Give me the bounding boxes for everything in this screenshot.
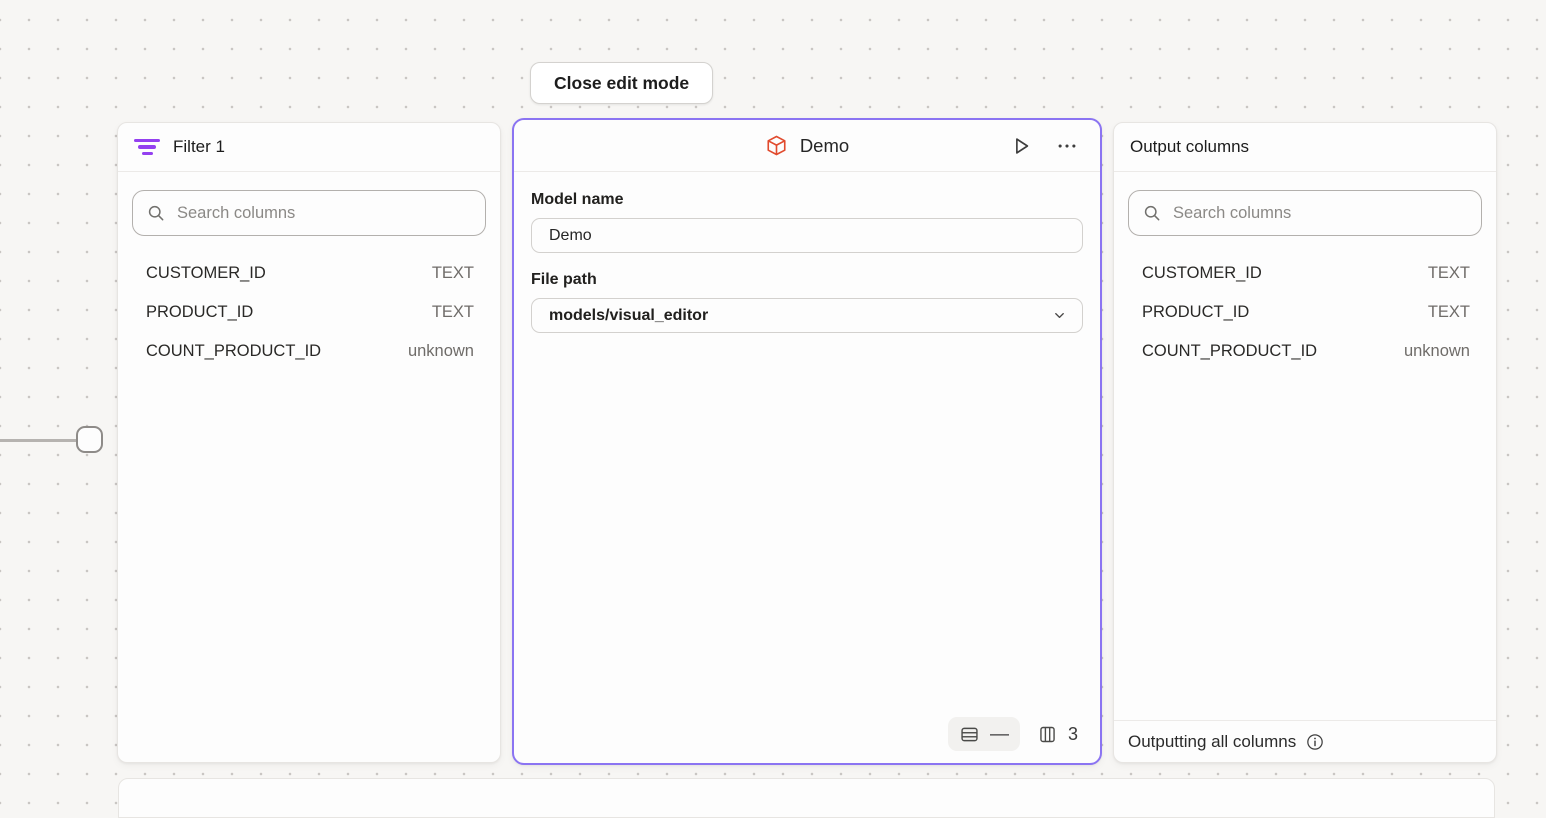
column-type: TEXT xyxy=(1427,303,1470,321)
close-edit-mode-button[interactable]: Close edit mode xyxy=(530,62,714,104)
column-name: PRODUCT_ID xyxy=(1142,303,1250,321)
row-count-value: — xyxy=(989,723,1009,745)
column-count-group[interactable]: 3 xyxy=(1037,724,1078,745)
filter-panel-header: Filter 1 xyxy=(118,123,500,172)
column-row[interactable]: COUNT_PRODUCT_ID unknown xyxy=(146,332,474,371)
cube-icon xyxy=(767,135,786,156)
column-type: TEXT xyxy=(1427,264,1470,282)
model-title-group: Demo xyxy=(765,134,849,157)
table-rows-icon xyxy=(961,727,978,741)
column-name: CUSTOMER_ID xyxy=(146,264,266,282)
column-type: unknown xyxy=(1403,342,1470,360)
column-row[interactable]: PRODUCT_ID TEXT xyxy=(146,293,474,332)
output-search-input[interactable] xyxy=(1173,203,1468,223)
table-columns-icon xyxy=(1040,726,1055,742)
output-panel-title: Output columns xyxy=(1130,137,1250,156)
file-path-value: models/visual_editor xyxy=(549,306,709,324)
model-panel-header: Demo xyxy=(514,120,1100,172)
connector-edge xyxy=(0,439,78,442)
column-type: TEXT xyxy=(431,264,474,282)
model-name-label: Model name xyxy=(531,191,624,208)
filter-node-panel: Filter 1 CUSTOMER_ID TEXT PRODUCT_ID TEX… xyxy=(117,122,501,763)
model-form: Model name File path models/visual_edito… xyxy=(514,172,1100,333)
file-path-label: File path xyxy=(531,271,597,288)
ellipsis-icon xyxy=(1058,143,1076,148)
search-icon xyxy=(1144,205,1160,221)
model-node-panel: Demo Model name File path models/visual_… xyxy=(512,118,1102,765)
column-row[interactable]: COUNT_PRODUCT_ID unknown xyxy=(1142,332,1470,371)
filter-panel-title: Filter 1 xyxy=(173,137,225,156)
column-count-value: 3 xyxy=(1067,723,1078,744)
bottom-clipped-panel[interactable] xyxy=(118,778,1495,818)
run-model-button[interactable] xyxy=(1008,133,1034,159)
column-row[interactable]: PRODUCT_ID TEXT xyxy=(1142,293,1470,332)
output-footer-text: Outputting all columns xyxy=(1128,731,1297,751)
chevron-down-icon xyxy=(1055,313,1064,318)
model-name-input[interactable] xyxy=(531,218,1083,253)
column-name: CUSTOMER_ID xyxy=(1142,264,1262,282)
column-name: COUNT_PRODUCT_ID xyxy=(146,342,322,360)
output-columns-panel: Output columns CUSTOMER_ID TEXT PRODUCT_… xyxy=(1113,122,1497,763)
column-row[interactable]: CUSTOMER_ID TEXT xyxy=(1142,254,1470,293)
output-column-list: CUSTOMER_ID TEXT PRODUCT_ID TEXT COUNT_P… xyxy=(1114,246,1496,371)
filter-search-input[interactable] xyxy=(177,203,472,223)
filter-lines-icon xyxy=(134,138,160,156)
connector-handle[interactable] xyxy=(76,426,103,453)
output-panel-header: Output columns xyxy=(1114,123,1496,172)
model-footer: — 3 xyxy=(947,717,1078,751)
info-icon[interactable] xyxy=(1305,732,1325,752)
column-type: unknown xyxy=(407,342,474,360)
file-path-select[interactable]: models/visual_editor xyxy=(531,298,1083,333)
filter-search-box[interactable] xyxy=(132,190,486,236)
model-actions xyxy=(849,133,1080,159)
column-row[interactable]: CUSTOMER_ID TEXT xyxy=(146,254,474,293)
search-icon xyxy=(148,205,164,221)
filter-column-list: CUSTOMER_ID TEXT PRODUCT_ID TEXT COUNT_P… xyxy=(118,246,500,371)
column-name: PRODUCT_ID xyxy=(146,303,254,321)
more-options-button[interactable] xyxy=(1054,133,1080,159)
column-name: COUNT_PRODUCT_ID xyxy=(1142,342,1318,360)
model-panel-title: Demo xyxy=(799,134,850,156)
row-count-button[interactable]: — xyxy=(947,717,1020,751)
output-search-box[interactable] xyxy=(1128,190,1482,236)
column-type: TEXT xyxy=(431,303,474,321)
play-icon xyxy=(1016,137,1029,154)
output-panel-footer: Outputting all columns xyxy=(1114,720,1496,762)
